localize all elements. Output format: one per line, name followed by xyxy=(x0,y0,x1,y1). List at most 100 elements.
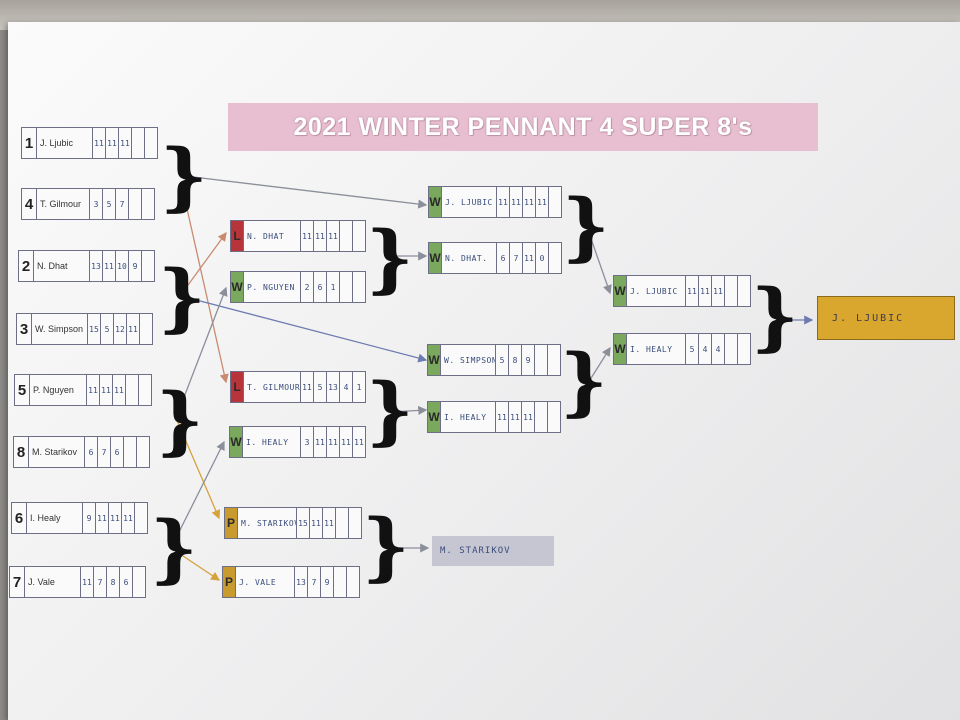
player-name: J. Vale xyxy=(25,567,81,597)
page-title: 2021 WINTER PENNANT 4 SUPER 8's xyxy=(293,112,753,141)
r1-player-box: 8 M. Starikov 6 7 6 xyxy=(13,436,150,468)
score-cell: 11 xyxy=(96,503,109,533)
result-tag: W xyxy=(614,276,627,306)
score-cell: 3 xyxy=(90,189,103,219)
score-cell: 6 xyxy=(497,243,510,273)
score-cell: 11 xyxy=(314,427,327,457)
result-tag: W xyxy=(428,345,441,375)
score-cell xyxy=(340,272,353,302)
score-cell: 0 xyxy=(536,243,549,273)
score-cell: 3 xyxy=(301,427,314,457)
score-cell: 13 xyxy=(90,251,103,281)
score-cell xyxy=(353,272,365,302)
score-cell: 11 xyxy=(100,375,113,405)
score-cell: 11 xyxy=(119,128,132,158)
score-cell: 4 xyxy=(712,334,725,364)
score-cell: 11 xyxy=(106,128,119,158)
score-cell xyxy=(132,128,145,158)
champion-box: J. LJUBIC xyxy=(817,296,955,340)
score-cell: 4 xyxy=(340,372,353,402)
player-name: M. Starikov xyxy=(29,437,85,467)
connector-arrow xyxy=(170,547,221,581)
score-cell: 11 xyxy=(522,402,535,432)
score-cell: 11 xyxy=(310,508,323,538)
score-cell: 4 xyxy=(699,334,712,364)
score-cell: 6 xyxy=(85,437,98,467)
score-cell xyxy=(725,334,738,364)
score-cell: 11 xyxy=(686,276,699,306)
score-cell xyxy=(133,567,145,597)
score-cell xyxy=(738,276,750,306)
score-cell: 15 xyxy=(88,314,101,344)
player-name: I. HEALY xyxy=(627,334,686,364)
seed-number: 2 xyxy=(19,251,34,281)
r2-player-box: P M. STARIKOV 15 11 11 xyxy=(224,507,362,539)
r2-player-box: P J. VALE 13 7 9 xyxy=(222,566,360,598)
score-cell: 11 xyxy=(301,221,314,251)
r3-player-box: W N. DHAT. 6 7 11 0 xyxy=(428,242,562,274)
r1-player-box: 4 T. Gilmour 3 5 7 xyxy=(21,188,155,220)
score-cell: 11 xyxy=(699,276,712,306)
connector-arrow xyxy=(179,231,227,297)
score-cell: 7 xyxy=(510,243,523,273)
r2-player-box: W P. NGUYEN 2 6 1 xyxy=(230,271,366,303)
score-cell: 11 xyxy=(712,276,725,306)
seed-number: 5 xyxy=(15,375,30,405)
score-cell: 11 xyxy=(497,187,510,217)
score-cell: 11 xyxy=(523,243,536,273)
score-cell xyxy=(353,221,365,251)
r2-player-box: L N. DHAT 11 11 11 xyxy=(230,220,366,252)
connector-arrow xyxy=(389,405,428,415)
bracket-brace: } xyxy=(156,378,204,464)
score-cell: 8 xyxy=(107,567,120,597)
r1-player-box: 3 W. Simpson 15 5 12 11 xyxy=(16,313,153,345)
player-name: J. VALE xyxy=(236,567,295,597)
score-cell xyxy=(347,567,359,597)
seed-number: 1 xyxy=(22,128,37,158)
connector-arrow xyxy=(170,440,225,549)
bracket-brace: } xyxy=(366,216,414,302)
bracket-brace: } xyxy=(160,134,208,220)
bracket-brace: } xyxy=(562,184,610,270)
score-cell: 11 xyxy=(327,221,340,251)
score-cell xyxy=(142,189,154,219)
score-cell: 10 xyxy=(116,251,129,281)
r2-player-box: L T. GILMOUR 11 5 13 4 1 xyxy=(230,371,366,403)
player-name: W. SIMPSON xyxy=(441,345,496,375)
player-name: P. Nguyen xyxy=(30,375,87,405)
score-cell xyxy=(548,402,560,432)
score-cell: 11 xyxy=(93,128,106,158)
score-cell xyxy=(137,437,149,467)
player-name: N. DHAT. xyxy=(442,243,497,273)
score-cell: 11 xyxy=(122,503,135,533)
score-cell: 5 xyxy=(103,189,116,219)
score-cell: 1 xyxy=(327,272,340,302)
result-tag: W xyxy=(428,402,441,432)
player-name: J. LJUBIC xyxy=(627,276,686,306)
score-cell xyxy=(139,375,151,405)
player-name: I. HEALY xyxy=(441,402,496,432)
score-cell: 11 xyxy=(327,427,340,457)
connector-arrow xyxy=(175,417,221,520)
seed-number: 6 xyxy=(12,503,27,533)
result-tag: L xyxy=(231,372,244,402)
score-cell: 7 xyxy=(308,567,321,597)
r3-player-box: W I. HEALY 11 11 11 xyxy=(427,401,561,433)
score-cell xyxy=(142,251,154,281)
r3-player-box: W W. SIMPSON 5 8 9 xyxy=(427,344,561,376)
seed-number: 4 xyxy=(22,189,37,219)
score-cell: 11 xyxy=(87,375,100,405)
plate-winner-box: M. STARIKOV xyxy=(432,536,554,566)
r1-player-box: 1 J. Ljubic 11 11 11 xyxy=(21,127,158,159)
result-tag: W xyxy=(429,187,442,217)
bracket-brace: } xyxy=(560,339,608,425)
score-cell: 11 xyxy=(496,402,509,432)
score-cell: 11 xyxy=(509,402,522,432)
r1-player-box: 7 J. Vale 11 7 8 6 xyxy=(9,566,146,598)
connector-arrow xyxy=(180,181,229,384)
score-cell: 13 xyxy=(295,567,308,597)
score-cell: 9 xyxy=(83,503,96,533)
bracket-brace: } xyxy=(150,506,198,592)
connector-arrow xyxy=(587,346,611,384)
